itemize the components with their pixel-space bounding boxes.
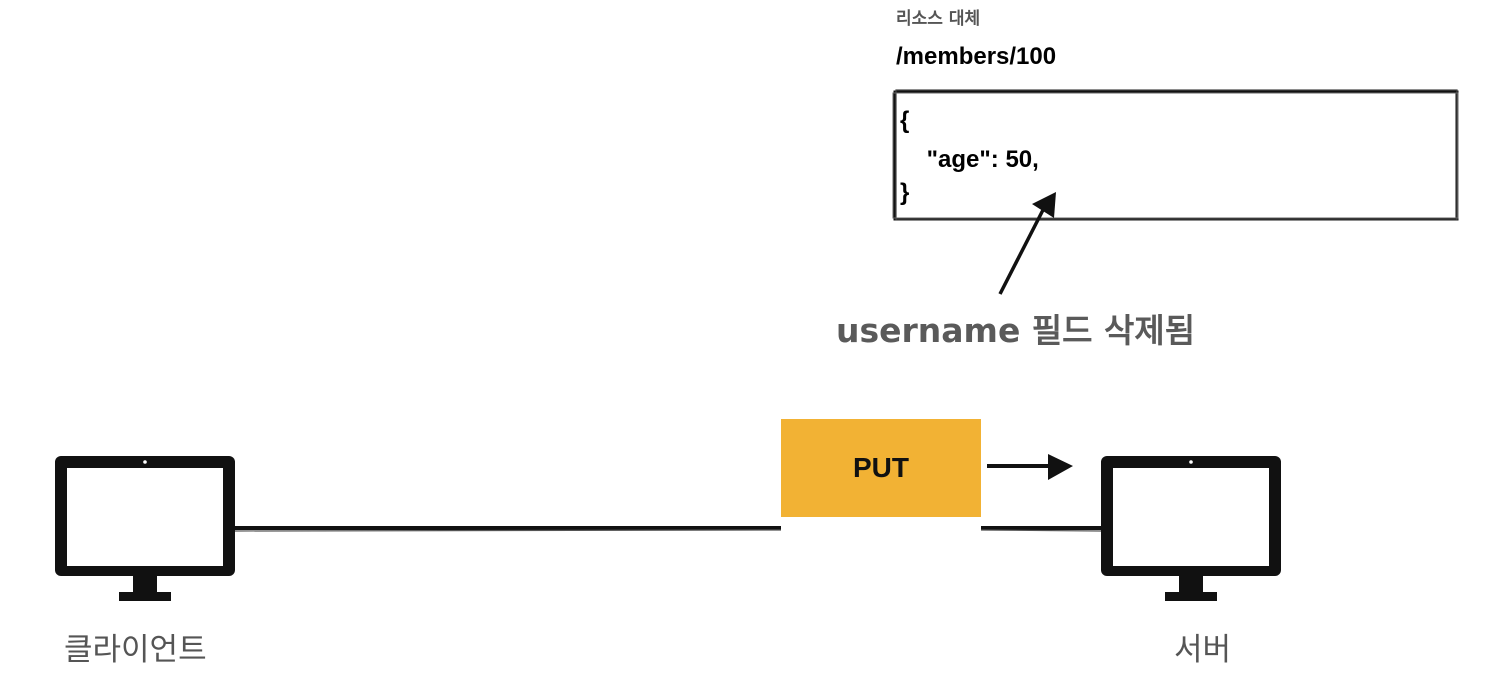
body-line-age: "age": 50,: [900, 146, 1039, 173]
method-box: PUT: [781, 419, 981, 517]
body-line-close: }: [900, 179, 910, 206]
annotation-text: username 필드 삭제됨: [836, 311, 1196, 350]
annotation-arrow: [998, 192, 1056, 295]
server-label: 서버: [1174, 632, 1232, 668]
resource-body-box: { "age": 50, }: [894, 91, 1456, 219]
method-label: PUT: [853, 452, 909, 483]
resource-path: /members/100: [896, 43, 1057, 70]
body-line-open: {: [900, 107, 910, 134]
connection-line: [233, 526, 1102, 532]
monitor-icon: [1101, 456, 1281, 601]
resource-box-border: [892, 89, 1459, 221]
request-arrow: [987, 454, 1073, 480]
monitor-icon: [55, 456, 235, 601]
client-label: 클라이언트: [64, 632, 207, 668]
resource-caption: 리소스 대체: [896, 9, 981, 29]
